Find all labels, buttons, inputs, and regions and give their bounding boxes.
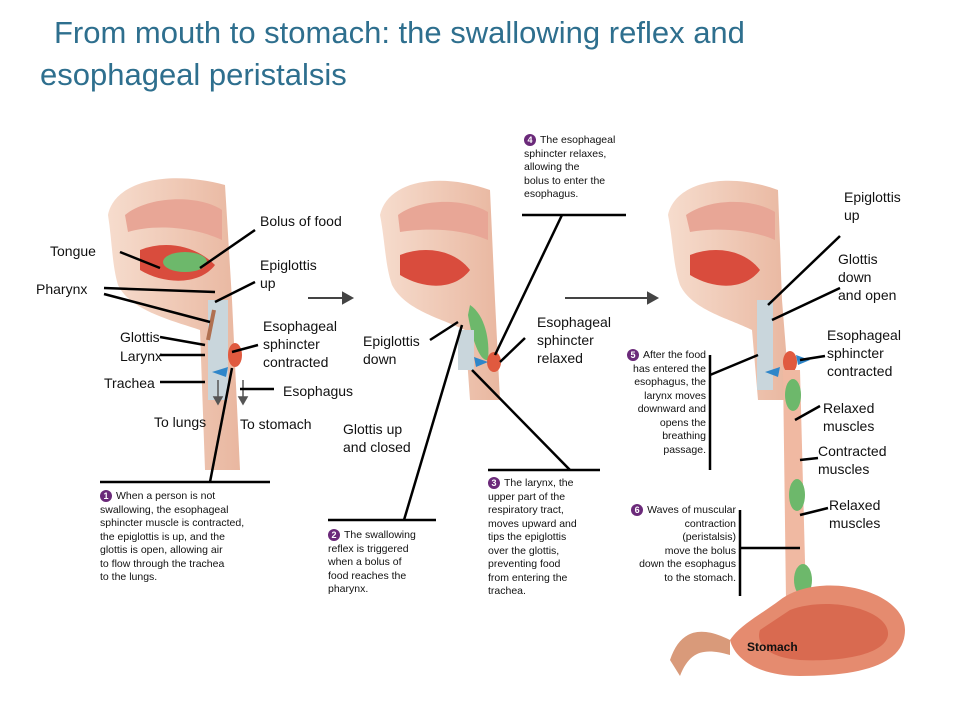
label-glottis-up-closed: Glottis up and closed — [343, 421, 411, 455]
step-4-badge: 4 — [524, 134, 536, 146]
label-bolus-of-food: Bolus of food — [260, 213, 342, 229]
step-2-text: The swallowing reflex is triggered when … — [328, 529, 416, 595]
step-5-text: After the food has entered the esophagus… — [633, 349, 706, 456]
label-esophagus: Esophagus — [283, 383, 354, 399]
label-relaxed-muscles-2: Relaxed muscles — [829, 497, 881, 531]
head-panel-1 — [108, 178, 242, 470]
label-esophageal-sphincter-relaxed: Esophageal sphincter relaxed — [537, 314, 611, 366]
head-panel-2 — [380, 180, 501, 400]
page-title: From mouth to stomach: the swallowing re… — [40, 12, 940, 96]
label-esophageal-sphincter-contracted-1: Esophageal sphincter contracted — [263, 318, 337, 370]
step-1-badge: 1 — [100, 490, 112, 502]
sequence-arrows — [308, 291, 660, 305]
step-6-text: Waves of muscular contraction (peristals… — [639, 504, 736, 584]
step-4-text: The esophageal sphincter relaxes, allowi… — [524, 134, 616, 200]
step-1-text: When a person is not swallowing, the eso… — [100, 490, 245, 583]
title-line-2: esophageal peristalsis — [40, 57, 347, 92]
label-tongue: Tongue — [50, 243, 96, 259]
step-3-text: The larynx, the upper part of the respir… — [488, 477, 577, 597]
bolus-2 — [468, 305, 489, 361]
label-glottis-down-open: Glottis down and open — [838, 251, 897, 303]
title-line-1: From mouth to stomach: the swallowing re… — [54, 15, 745, 50]
label-to-stomach: To stomach — [240, 416, 312, 432]
label-larynx: Larynx — [120, 348, 163, 364]
label-trachea: Trachea — [104, 375, 155, 391]
step-2-badge: 2 — [328, 529, 340, 541]
head-panel-3 — [668, 180, 905, 676]
label-esophageal-sphincter-contracted-3: Esophageal sphincter contracted — [827, 327, 901, 379]
step-5-badge: 5 — [626, 349, 639, 361]
label-relaxed-muscles-1: Relaxed muscles — [823, 400, 875, 434]
leader-lines — [100, 213, 841, 596]
step-3-badge: 3 — [488, 477, 500, 489]
bolus-1 — [163, 252, 207, 272]
step-6-badge: 6 — [631, 504, 644, 516]
label-epiglottis-up-3: Epiglottis up — [844, 189, 901, 223]
label-contracted-muscles: Contracted muscles — [818, 443, 887, 477]
label-glottis: Glottis — [120, 329, 160, 345]
label-pharynx: Pharynx — [36, 281, 88, 297]
label-epiglottis-down: Epiglottis down — [363, 333, 420, 367]
label-stomach: Stomach — [747, 640, 798, 654]
label-epiglottis-up-1: Epiglottis up — [260, 257, 317, 291]
label-to-lungs: To lungs — [154, 414, 207, 430]
